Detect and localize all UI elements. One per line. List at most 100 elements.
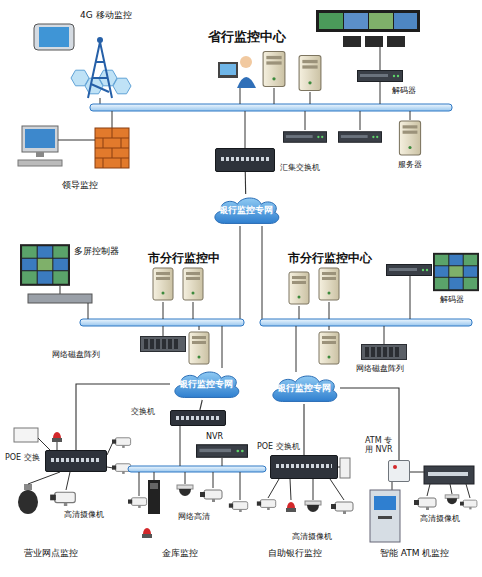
wire	[329, 326, 330, 330]
wall-tile	[319, 13, 343, 29]
server	[153, 268, 173, 300]
wire	[107, 467, 113, 468]
wire	[28, 472, 60, 484]
part-label: 网络磁盘阵列	[356, 364, 404, 373]
operator-head	[240, 56, 252, 68]
wire	[329, 302, 330, 319]
atm-machine	[370, 490, 400, 542]
network-link	[76, 384, 170, 450]
camera	[112, 438, 131, 448]
decoder-rack	[338, 132, 381, 143]
section-title: 省行监控中心	[208, 30, 286, 45]
part-label: 网络磁盘阵列	[52, 350, 100, 359]
wall-tile	[369, 13, 393, 29]
wire	[112, 111, 113, 128]
ptz-camera	[18, 490, 38, 514]
server	[399, 121, 420, 155]
device-label: 汇集交换机	[280, 163, 320, 172]
network-bus	[260, 319, 472, 326]
camera	[414, 498, 436, 510]
wire	[60, 286, 61, 294]
wire	[380, 82, 381, 104]
part-label: 4G 移动监控	[80, 10, 132, 20]
switch-ports	[428, 472, 468, 476]
nvr-device: ATM 专用 NVR	[388, 460, 410, 482]
wire	[66, 472, 70, 490]
operator-screen	[220, 64, 236, 75]
screen-controller	[28, 294, 92, 303]
wire	[330, 479, 344, 500]
part-label: 高清摄像机	[292, 532, 332, 541]
wire	[88, 303, 89, 319]
part-label: 智能 ATM 机监控	[380, 548, 449, 558]
wire	[38, 438, 50, 450]
phone-screen	[39, 27, 69, 47]
small-monitor	[387, 36, 405, 47]
phone-body	[34, 24, 74, 50]
wire	[450, 484, 452, 494]
wire	[100, 98, 101, 104]
network-link	[303, 404, 304, 455]
network-cloud: 银行监控专网	[170, 368, 242, 400]
encoder-box	[14, 428, 38, 442]
reader-panel	[150, 483, 158, 489]
part-label: 高清摄像机	[64, 510, 104, 519]
firewall-bricks	[95, 128, 129, 168]
switch-device: POE 交换	[45, 450, 107, 472]
part-label: 领导监控	[62, 180, 98, 190]
wire	[245, 111, 246, 148]
atm-slot	[378, 516, 392, 519]
alarm-light	[286, 502, 296, 512]
part-label: NVR	[206, 432, 223, 441]
camera	[229, 502, 248, 512]
wire	[139, 472, 140, 496]
cloud-label: 银行监控专网	[268, 372, 340, 404]
wire	[360, 111, 361, 130]
cloud-label: 银行监控专网	[170, 368, 242, 400]
server	[189, 332, 209, 364]
server	[319, 332, 339, 364]
access-reader	[148, 480, 160, 514]
decoder-rack	[358, 71, 403, 82]
alarm-light	[142, 528, 152, 538]
wire	[193, 302, 194, 319]
atm-screen	[374, 496, 396, 510]
section-title: 市分行监控中心	[288, 252, 372, 266]
disk-array	[362, 345, 407, 360]
dome-camera	[177, 485, 193, 496]
leader-screen	[25, 129, 55, 148]
wire	[185, 472, 186, 484]
part-label: 营业网点监控	[24, 548, 78, 558]
wall-tile	[344, 13, 368, 29]
wire	[107, 442, 113, 455]
device-label: 交换机	[131, 407, 155, 416]
switch-device: 汇集交换机	[215, 148, 275, 172]
network-bus	[80, 319, 244, 326]
wire	[290, 479, 291, 500]
wire	[410, 472, 424, 473]
wall-tile	[394, 13, 417, 29]
wire	[163, 302, 164, 319]
cloud-label: 银行监控专网	[210, 194, 282, 226]
device-label: POE 交换	[5, 453, 40, 462]
camera	[128, 498, 147, 508]
radio-tower	[88, 42, 112, 98]
wire	[163, 326, 164, 336]
wire	[199, 326, 200, 330]
part-label: 高清摄像机	[420, 514, 460, 523]
wire	[240, 472, 241, 500]
network-cloud: 银行监控专网	[210, 194, 282, 226]
wire	[262, 226, 263, 320]
part-label: 解码器	[392, 86, 416, 95]
server	[289, 272, 309, 304]
small-monitor	[365, 36, 383, 47]
wire	[466, 484, 470, 498]
wire	[380, 47, 381, 70]
dome-camera	[305, 501, 321, 512]
wire	[310, 92, 311, 104]
wire	[180, 426, 181, 466]
part-label: 自助银行监控	[268, 548, 322, 558]
wire	[57, 442, 58, 450]
